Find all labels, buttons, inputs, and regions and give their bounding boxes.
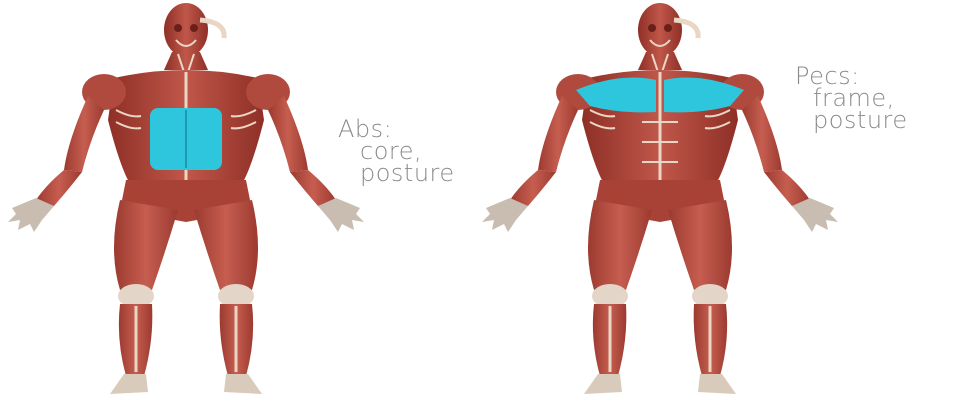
- figure-left: [8, 3, 364, 394]
- figure-right: [482, 3, 838, 394]
- abs-label-line-3: posture: [338, 162, 455, 184]
- pecs-label: Pecs: frame, posture: [795, 65, 908, 131]
- abs-label: Abs: core, posture: [338, 118, 455, 184]
- pecs-label-line-3: posture: [795, 109, 908, 131]
